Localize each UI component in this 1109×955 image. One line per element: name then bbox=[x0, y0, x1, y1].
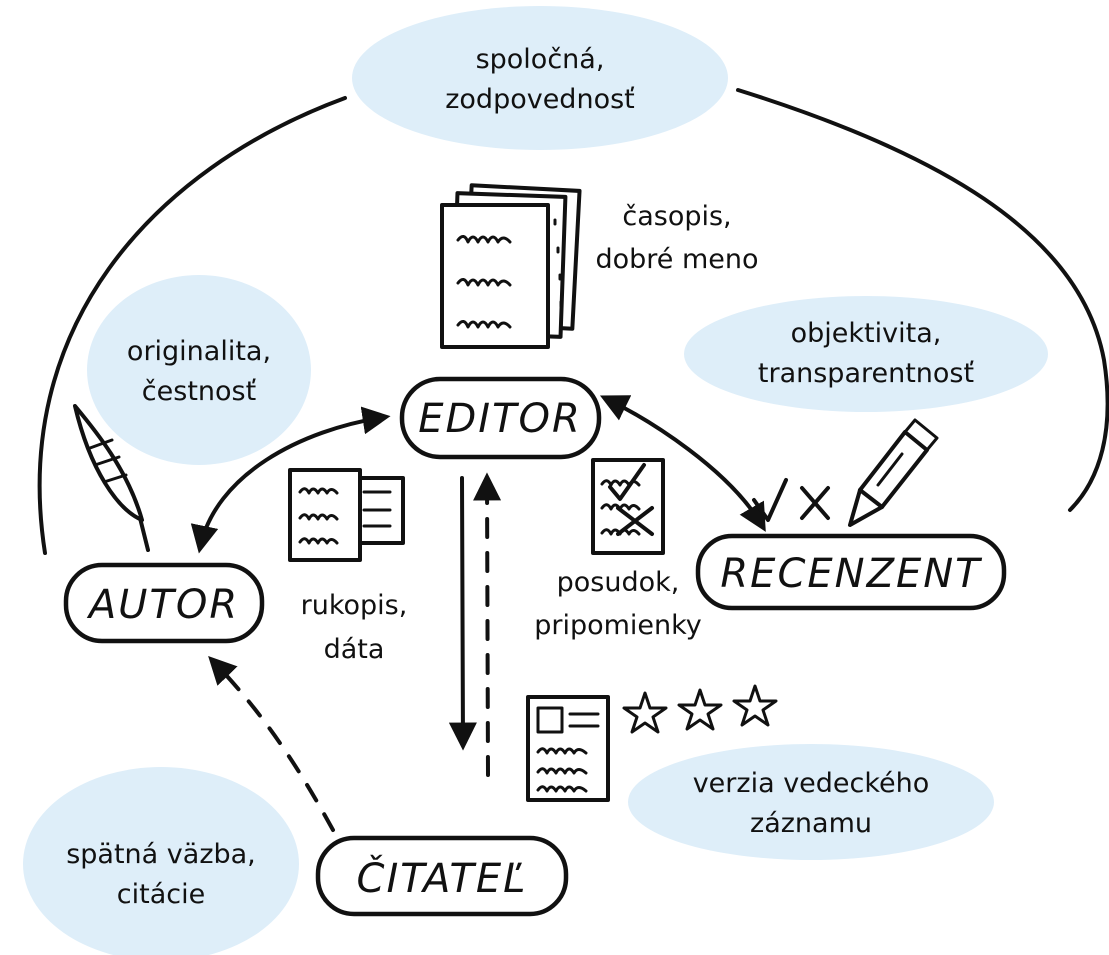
bubble-objectivity: objektivita, transparentnosť bbox=[684, 296, 1048, 412]
check-cross-icon bbox=[752, 478, 830, 522]
stars-icon bbox=[622, 684, 778, 734]
label-review-line2: pripomienky bbox=[534, 610, 702, 641]
role-reviewer-label: RECENZENT bbox=[720, 551, 983, 597]
bubble-reviewer-line2: transparentnosť bbox=[758, 358, 975, 389]
label-journal-line1: časopis, bbox=[622, 201, 731, 232]
reader-author-dashed-arrow bbox=[208, 655, 335, 832]
outer-arc-right bbox=[736, 88, 1109, 512]
papers-stack-icon bbox=[440, 183, 582, 349]
label-manuscript-line2: dáta bbox=[324, 634, 385, 665]
role-reader-label: ČITATEĽ bbox=[357, 854, 528, 902]
role-author-label: AUTOR bbox=[86, 582, 239, 628]
role-reader: ČITATEĽ bbox=[315, 835, 569, 917]
label-journal-line2: dobré meno bbox=[595, 244, 758, 275]
editor-reader-arrow bbox=[448, 476, 477, 751]
role-editor: EDITOR bbox=[399, 376, 602, 460]
bubble-reader-line2: citácie bbox=[117, 879, 205, 910]
bubble-originality: originalita, čestnosť bbox=[87, 275, 311, 465]
quill-icon bbox=[73, 404, 150, 552]
editor-author-arrow bbox=[190, 406, 391, 554]
bubble-record-line2: záznamu bbox=[750, 808, 872, 839]
role-reviewer: RECENZENT bbox=[695, 533, 1007, 611]
bubble-top-line1: spoločná, bbox=[476, 44, 605, 75]
review-doc-icon bbox=[591, 458, 665, 555]
article-icon bbox=[526, 695, 610, 802]
bubble-author-line2: čestnosť bbox=[142, 376, 257, 407]
bubble-feedback: spätná väzba, citácie bbox=[23, 767, 299, 955]
bubble-shared-responsibility: spoločná, zodpovednosť bbox=[352, 6, 728, 150]
bubble-record-version: verzia vedeckého záznamu bbox=[628, 744, 994, 860]
label-review: posudok, pripomienky bbox=[534, 567, 702, 641]
label-review-line1: posudok, bbox=[557, 567, 680, 598]
editor-reviewer-arrow bbox=[599, 395, 766, 532]
bubble-record-line1: verzia vedeckého bbox=[693, 768, 930, 799]
bubble-top-line2: zodpovednosť bbox=[445, 84, 635, 115]
outer-arc-left bbox=[37, 96, 347, 555]
reader-editor-dashed-arrow bbox=[473, 472, 502, 777]
role-editor-label: EDITOR bbox=[418, 396, 582, 442]
label-manuscript-line1: rukopis, bbox=[301, 590, 408, 621]
manuscript-icon bbox=[288, 468, 405, 562]
role-author: AUTOR bbox=[63, 562, 265, 644]
bubble-author-line1: originalita, bbox=[127, 336, 271, 367]
bubble-reader-line1: spätná väzba, bbox=[66, 839, 256, 870]
pencil-icon bbox=[848, 418, 939, 527]
label-journal: časopis, dobré meno bbox=[595, 201, 758, 275]
bubble-reviewer-line1: objektivita, bbox=[791, 318, 942, 349]
label-manuscript: rukopis, dáta bbox=[301, 590, 408, 665]
